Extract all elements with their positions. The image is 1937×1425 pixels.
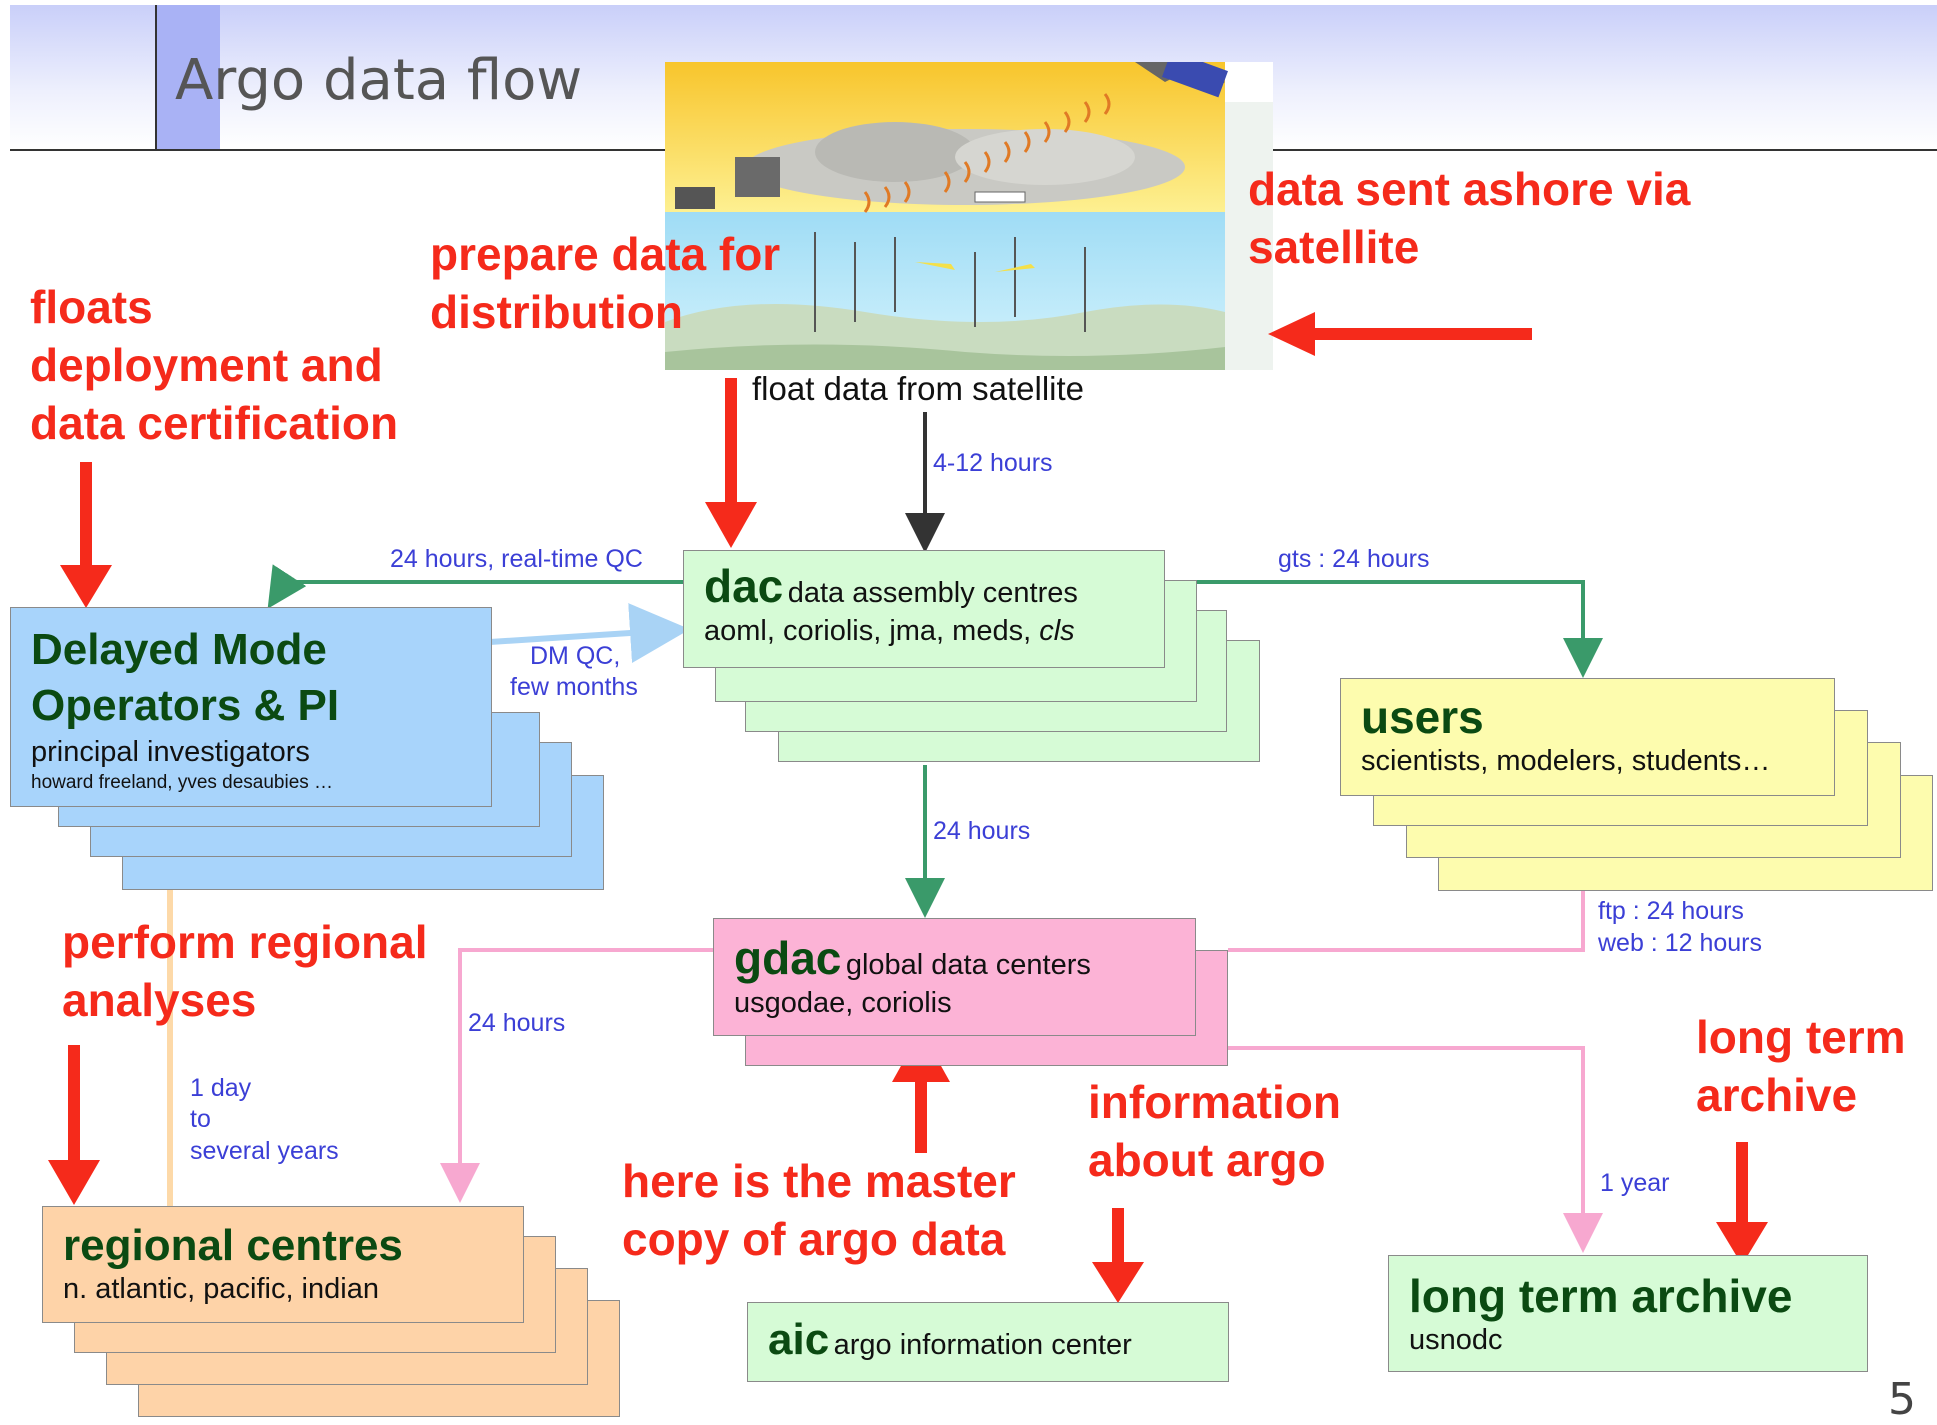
dmo-line1: principal investigators <box>31 736 310 768</box>
regional-line: n. atlantic, pacific, indian <box>63 1273 379 1305</box>
dac-heading: dac data assembly centres <box>704 559 1144 613</box>
dmo-box: Delayed Mode Operators & PI principal in… <box>10 607 492 807</box>
users-title: users <box>1361 691 1484 743</box>
users-line: scientists, modelers, students… <box>1361 745 1771 777</box>
red-arrow-floats <box>60 462 112 608</box>
annotation-prepare-line2: distribution <box>430 286 683 338</box>
lta-box: long term archive usnodc <box>1388 1255 1868 1372</box>
annotation-master: here is the master copy of argo data <box>622 1152 1016 1268</box>
red-arrow-ashore <box>1268 312 1532 356</box>
header-accent-square <box>155 5 220 150</box>
annotation-archive-line1: long term <box>1696 1011 1906 1063</box>
label-gdac-to-users-2: web : 12 hours <box>1598 929 1762 957</box>
label-gdac-to-lta: 1 year <box>1600 1169 1670 1197</box>
dmo-title-line2: Operators & PI <box>31 681 340 730</box>
annotation-floats-line2: deployment and <box>30 339 383 391</box>
annotation-sent-ashore: data sent ashore via satellite <box>1248 160 1690 276</box>
annotation-archive-line2: archive <box>1696 1069 1858 1121</box>
aic-heading: aic argo information center <box>768 1315 1208 1365</box>
gdac-title: gdac <box>734 932 842 984</box>
label-gdac-to-regional: 24 hours <box>468 1009 566 1037</box>
dac-title: dac <box>704 560 784 612</box>
label-dac-to-gdac: 24 hours <box>933 817 1031 845</box>
annotation-regional-line1: perform regional <box>62 916 428 968</box>
label-regional-to-dmo-1: 1 day <box>190 1074 252 1102</box>
annotation-floats: floats deployment and data certification <box>30 278 398 452</box>
label-dmo-to-dac-2: few months <box>510 673 638 701</box>
annotation-info: information about argo <box>1088 1073 1341 1189</box>
annotation-prepare-line1: prepare data for <box>430 228 781 280</box>
gdac-to-regional-arrow <box>440 948 713 1203</box>
aic-box: aic argo information center <box>747 1302 1229 1382</box>
ocean-scene-graphic <box>665 62 1273 370</box>
users-box: users scientists, modelers, students… <box>1340 678 1835 796</box>
dac-to-dmo-arrow <box>267 564 683 609</box>
dac-line-text: aoml, coriolis, jma, meds, <box>704 615 1040 647</box>
dmo-line2: howard freeland, yves desaubies … <box>31 772 334 793</box>
annotation-master-line2: copy of argo data <box>622 1213 1006 1265</box>
dac-subtitle: data assembly centres <box>787 577 1078 609</box>
annotation-regional: perform regional analyses <box>62 913 428 1029</box>
red-arrow-archive <box>1716 1142 1768 1265</box>
annotation-prepare: prepare data for distribution <box>430 225 780 341</box>
label-dmo-to-dac-1: DM QC, <box>530 642 621 670</box>
annotation-info-line2: about argo <box>1088 1134 1326 1186</box>
label-regional-to-dmo-3: several years <box>190 1137 339 1165</box>
satellite-caption: float data from satellite <box>752 370 1084 407</box>
lta-title: long term archive <box>1409 1270 1793 1322</box>
annotation-archive: long term archive <box>1696 1008 1906 1124</box>
page-number: 5 <box>1888 1374 1916 1425</box>
aic-title: aic <box>768 1315 830 1364</box>
label-regional-to-dmo-2: to <box>190 1105 211 1133</box>
dac-box: dac data assembly centres aoml, coriolis… <box>683 550 1165 668</box>
satellite-ocean-illustration <box>665 62 1273 370</box>
header-vertical-rule <box>155 5 157 150</box>
annotation-floats-line3: data certification <box>30 397 399 449</box>
label-dac-to-dmo: 24 hours, real-time QC <box>390 545 643 573</box>
annotation-regional-line2: analyses <box>62 974 257 1026</box>
gdac-line: usgodae, coriolis <box>734 987 952 1019</box>
dmo-title-line1: Delayed Mode <box>31 625 327 674</box>
dmo-to-dac-arrow <box>489 603 690 663</box>
red-arrow-regional <box>48 1045 100 1205</box>
annotation-sent-ashore-line2: satellite <box>1248 221 1420 273</box>
label-sat-to-dac: 4-12 hours <box>933 449 1053 477</box>
page-title: Argo data flow <box>175 48 583 113</box>
dac-line: aoml, coriolis, jma, meds, cls <box>704 615 1144 648</box>
gdac-box: gdac global data centers usgodae, coriol… <box>713 918 1196 1036</box>
aic-subtitle: argo information center <box>833 1329 1132 1361</box>
annotation-info-line1: information <box>1088 1076 1341 1128</box>
label-gdac-to-users-1: ftp : 24 hours <box>1598 897 1744 925</box>
regional-box: regional centres n. atlantic, pacific, i… <box>42 1206 524 1323</box>
dac-line-italic: cls <box>1039 615 1075 647</box>
gdac-subtitle: global data centers <box>845 949 1091 981</box>
label-dac-to-users: gts : 24 hours <box>1278 545 1430 573</box>
dac-to-users-arrow <box>1165 580 1603 678</box>
lta-line: usnodc <box>1409 1324 1503 1356</box>
annotation-sent-ashore-line1: data sent ashore via <box>1248 163 1691 215</box>
annotation-master-line1: here is the master <box>622 1155 1016 1207</box>
red-arrow-prepare <box>705 378 757 548</box>
regional-title: regional centres <box>63 1221 403 1270</box>
annotation-floats-line1: floats <box>30 281 153 333</box>
red-arrow-info <box>1092 1208 1144 1303</box>
gdac-heading: gdac global data centers <box>734 931 1175 985</box>
gdac-to-lta-arrow <box>1228 1046 1603 1253</box>
